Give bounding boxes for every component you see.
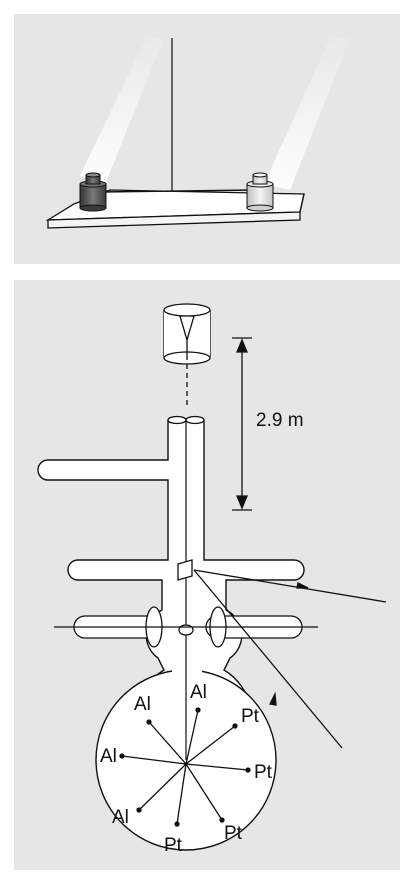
light-rays bbox=[193, 569, 387, 749]
light-beam-right bbox=[264, 38, 350, 190]
side-bulbs bbox=[73, 606, 303, 648]
sample-label-pt-upper-right: Pt bbox=[241, 706, 260, 727]
sample-label-pt-right: Pt bbox=[254, 762, 273, 783]
suspension-holder bbox=[163, 303, 211, 365]
distance-label: 2.9 m bbox=[256, 410, 304, 431]
sample-label-pt-bottom: Pt bbox=[164, 835, 183, 856]
torsion-balance-illustration bbox=[45, 38, 350, 229]
sample-label-al-top: Al bbox=[190, 682, 207, 703]
apparatus-panel: 2.9 m Al Al Pt Pt Pt Pt Al Al bbox=[14, 280, 400, 870]
sample-label-pt-lower-right: Pt bbox=[224, 823, 243, 844]
sample-label-al-left: Al bbox=[100, 746, 117, 767]
base-plate-front bbox=[47, 211, 301, 229]
light-beam-left bbox=[80, 38, 164, 182]
sample-spokes bbox=[119, 707, 251, 827]
light-weight bbox=[246, 172, 274, 212]
balance-crossbar bbox=[99, 189, 255, 193]
mirror bbox=[177, 559, 193, 581]
apparatus-diagram: 2.9 m Al Al Pt Pt Pt Pt Al Al bbox=[37, 303, 387, 856]
sample-label-al-upper-left: Al bbox=[134, 694, 151, 715]
dark-weight bbox=[79, 172, 107, 212]
torsion-balance-panel bbox=[14, 14, 400, 264]
distance-marker bbox=[232, 337, 252, 511]
sample-label-al-lower-left: Al bbox=[112, 807, 129, 828]
